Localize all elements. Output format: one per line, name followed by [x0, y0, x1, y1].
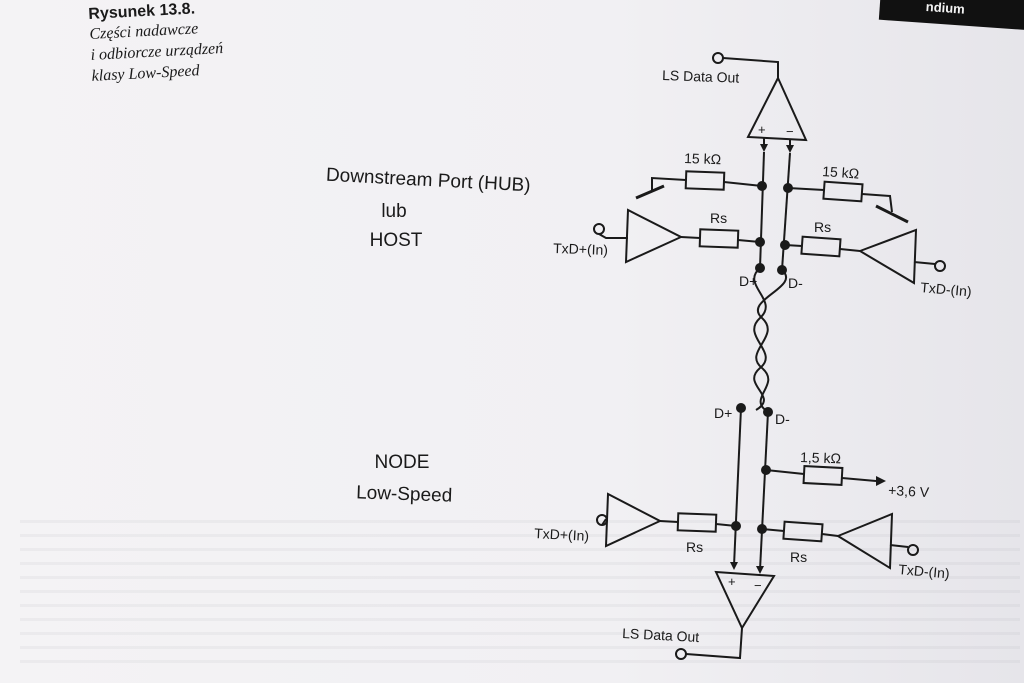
host-rs-left-label: Rs — [710, 210, 727, 226]
host-d-minus-bus — [781, 152, 791, 271]
node-d-plus-bus — [733, 407, 742, 567]
host-title-line-2: lub — [381, 201, 406, 222]
host-rs-left — [698, 228, 740, 249]
host-amp-plus: + — [758, 122, 766, 137]
host-title-line-1: Downstream Port (HUB) — [325, 165, 531, 197]
node-title-line-1: NODE — [375, 452, 430, 473]
node-junction-dplus-rs — [731, 521, 741, 531]
node-pullup-voltage: +3,6 V — [888, 482, 930, 500]
host-d-plus-label: D+ — [739, 273, 757, 289]
node-ls-data-out-label: LS Data Out — [622, 625, 700, 645]
host-resistor-15k-right — [822, 180, 864, 203]
host-resistor-15k-left-label: 15 kΩ — [684, 150, 721, 167]
cable-d-plus-wire — [753, 267, 767, 411]
node-rs-right — [782, 520, 824, 543]
node-driver-plus — [604, 492, 663, 548]
node-txd-plus-label: TxD+(In) — [534, 525, 590, 544]
host-receiver-amplifier — [746, 75, 808, 142]
node-driver-minus-out — [821, 533, 839, 537]
host-driver-minus — [857, 228, 918, 285]
node-receiver-amplifier — [714, 570, 776, 631]
host-ls-data-out-terminal — [712, 52, 724, 64]
host-pulldown-right-to-bus — [787, 187, 825, 191]
host-ground-right — [875, 204, 909, 224]
node-resistor-1k5 — [802, 464, 844, 487]
node-amp-minus: − — [754, 578, 762, 593]
node-d-minus-label: D- — [775, 411, 790, 427]
host-ls-data-out-wire — [722, 57, 779, 78]
host-pulldown-right-wire — [861, 193, 893, 213]
host-rs-right — [800, 235, 842, 258]
node-txd-minus-wire — [889, 544, 909, 548]
host-d-plus-bus — [759, 151, 765, 269]
host-resistor-15k-left — [684, 170, 726, 191]
host-rs-right-label: Rs — [814, 219, 831, 235]
node-pullup-wire-left — [765, 469, 805, 475]
host-amp-minus: − — [786, 124, 794, 139]
node-resistor-1k5-label: 1,5 kΩ — [800, 449, 841, 466]
node-driver-plus-out — [659, 520, 679, 523]
node-rs-right-label: Rs — [790, 549, 807, 565]
host-ground-left — [635, 184, 665, 200]
node-rs-right-to-bus — [761, 528, 785, 532]
host-ls-data-out-label: LS Data Out — [662, 67, 740, 86]
node-txd-plus-stub — [601, 518, 607, 526]
host-arrow-down-minus — [786, 145, 794, 153]
node-amp-plus: + — [728, 574, 736, 589]
node-arrow-down-minus — [756, 566, 764, 574]
node-rs-left-label: Rs — [686, 539, 703, 555]
host-driver-plus-out — [680, 236, 701, 239]
node-title-line-2: Low-Speed — [356, 482, 453, 506]
host-junction-dminus-top — [783, 183, 793, 193]
node-arrow-down-plus — [730, 562, 738, 570]
node-txd-minus-label: TxD-(In) — [898, 561, 951, 581]
node-driver-minus — [835, 512, 894, 570]
host-txd-minus-wire — [913, 261, 936, 265]
node-d-minus-bus — [759, 411, 769, 571]
host-txd-plus-wire — [598, 233, 628, 239]
node-d-plus-label: D+ — [714, 405, 732, 421]
cable-d-minus-wire — [755, 269, 787, 413]
host-pulldown-left-wire — [651, 176, 687, 192]
host-rs-right-to-bus — [784, 244, 803, 247]
node-ls-data-out-wire — [685, 627, 743, 660]
host-driver-minus-out — [839, 248, 861, 252]
host-junction-dplus-rs — [755, 237, 765, 247]
host-txd-minus-label: TxD-(In) — [920, 279, 973, 299]
host-arrow-down-plus — [760, 144, 768, 152]
node-rs-left — [676, 512, 718, 533]
host-txd-plus-label: TxD+(In) — [553, 240, 608, 258]
host-resistor-15k-right-label: 15 kΩ — [822, 163, 860, 182]
node-txd-minus-terminal — [907, 544, 919, 556]
host-pulldown-left-to-bus — [723, 181, 763, 187]
node-ls-data-out-terminal — [675, 648, 687, 660]
host-d-minus-label: D- — [788, 275, 803, 291]
host-txd-minus-terminal — [934, 260, 946, 272]
host-driver-plus — [624, 208, 684, 264]
host-junction-dplus-top — [757, 181, 767, 191]
host-txd-plus-terminal — [593, 223, 605, 235]
node-pullup-wire-right — [841, 477, 877, 482]
node-pullup-arrow — [876, 476, 886, 486]
host-title-line-3: HOST — [370, 230, 423, 251]
